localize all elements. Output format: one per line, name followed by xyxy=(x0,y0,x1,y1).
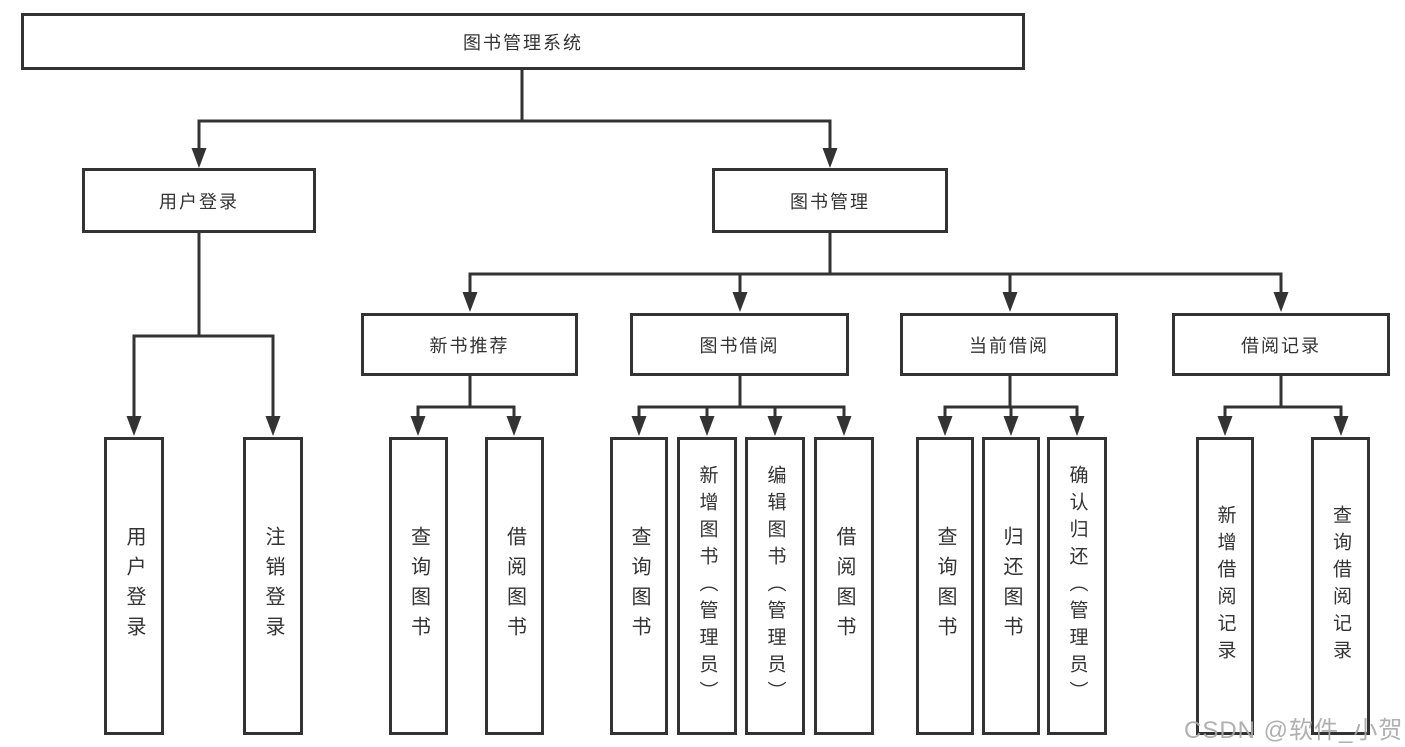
node-book-management: 图书管理 xyxy=(712,168,948,233)
node-library-system: 图书管理系统 xyxy=(21,13,1025,70)
leaf-confirm-return-admin: 确认归还（管理员） xyxy=(1047,437,1107,735)
node-section-borrowing-records: 借阅记录 xyxy=(1172,313,1390,376)
node-section-current-borrowing: 当前借阅 xyxy=(900,313,1118,376)
leaf-query-borrow-record: 查询借阅记录 xyxy=(1311,437,1370,735)
leaf-add-book-admin: 新增图书（管理员） xyxy=(677,437,737,735)
leaf-recommend-borrow-books: 借阅图书 xyxy=(485,437,544,735)
leaf-return-books: 归还图书 xyxy=(982,437,1040,735)
leaf-borrowing-borrow-books: 借阅图书 xyxy=(814,437,874,735)
leaf-recommend-query-books: 查询图书 xyxy=(389,437,448,735)
node-section-new-book-recommend: 新书推荐 xyxy=(361,313,578,376)
leaf-borrowing-query-books: 查询图书 xyxy=(610,437,668,735)
leaf-logout: 注销登录 xyxy=(243,437,303,735)
leaf-add-borrow-record: 新增借阅记录 xyxy=(1196,437,1254,735)
node-section-book-borrowing: 图书借阅 xyxy=(630,313,849,376)
csdn-watermark: CSDN @软件_小贺同学 xyxy=(1184,717,1405,744)
leaf-user-login: 用户登录 xyxy=(104,437,164,735)
leaf-edit-book-admin: 编辑图书（管理员） xyxy=(745,437,805,735)
node-user-login: 用户登录 xyxy=(82,168,316,233)
leaf-current-query-books: 查询图书 xyxy=(916,437,974,735)
